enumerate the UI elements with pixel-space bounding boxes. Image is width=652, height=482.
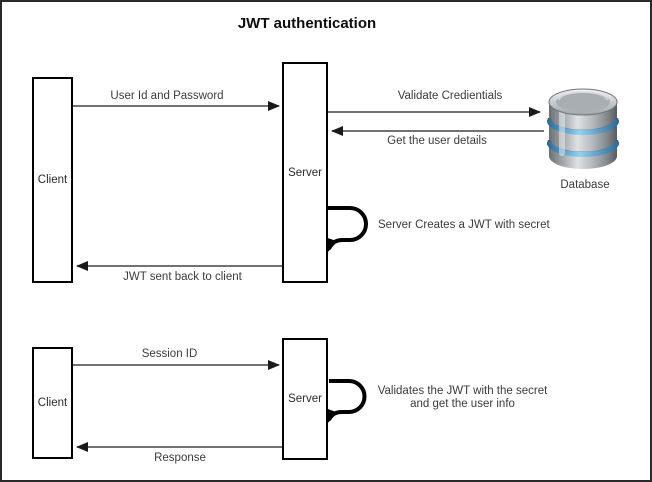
msg-response: Response (154, 452, 206, 464)
server-label-top: Server (288, 166, 322, 179)
msg-user-credentials: User Id and Password (110, 90, 224, 102)
msg-get-user-details: Get the user details (387, 135, 487, 147)
client-label-bottom: Client (37, 397, 68, 409)
client-label-top: Client (37, 174, 68, 186)
msg-validate-jwt-line2: and get the user info (410, 398, 515, 410)
msg-session-id: Session ID (141, 348, 198, 360)
msg-validate-jwt: Validates the JWT with the secret and ge… (370, 385, 555, 411)
server-box-top: Server (282, 62, 328, 283)
database-icon (547, 88, 619, 169)
arrow-validate-jwt-self-loop (327, 379, 367, 423)
server-box-bottom: Server (282, 338, 328, 460)
client-box-top: Client (32, 77, 73, 283)
database-label: Database (560, 179, 610, 191)
diagram-title: JWT authentication (237, 15, 377, 32)
arrow-create-jwt-self-loop (326, 206, 368, 252)
msg-create-jwt: Server Creates a JWT with secret (378, 219, 550, 231)
msg-validate-credentials: Validate Credientials (397, 90, 503, 102)
server-label-bottom: Server (288, 393, 322, 405)
client-box-bottom: Client (32, 347, 73, 459)
msg-validate-jwt-line1: Validates the JWT with the secret (377, 385, 548, 397)
msg-jwt-back: JWT sent back to client (123, 271, 242, 283)
